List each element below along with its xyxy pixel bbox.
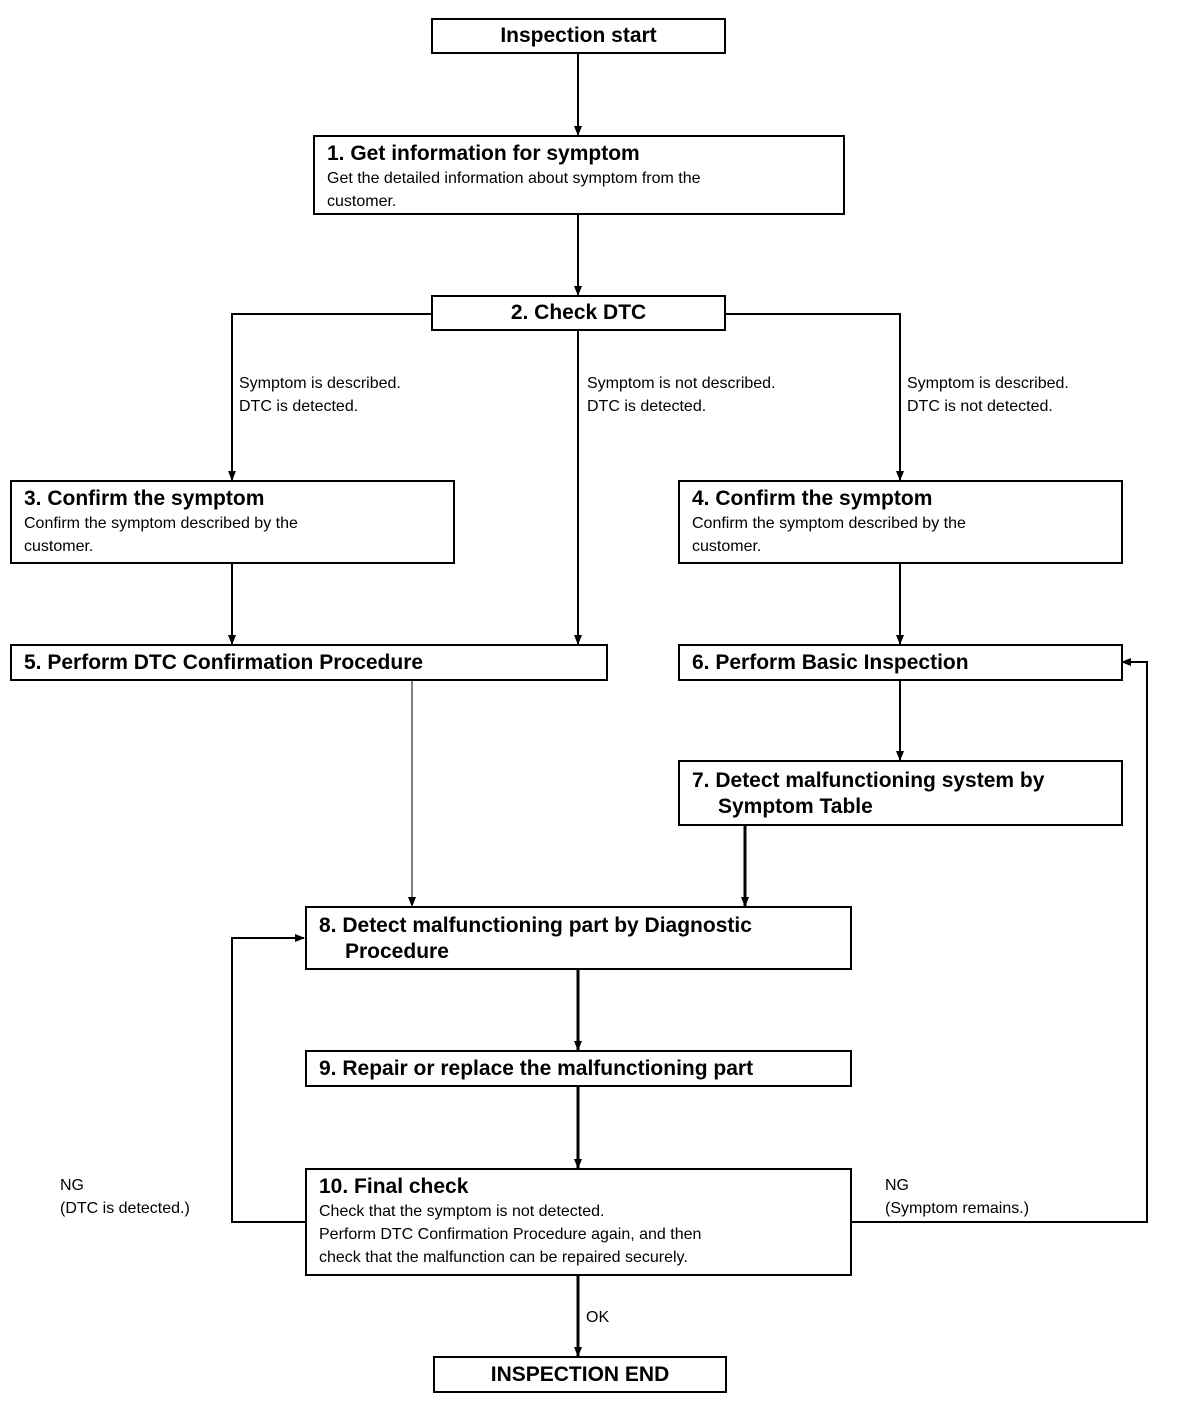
step-4-box: 4. Confirm the symptom Confirm the sympt… [678,480,1123,564]
arrow-ng-right [851,658,1148,1223]
step-6-box: 6. Perform Basic Inspection [678,644,1123,681]
branch-label-left: Symptom is described. DTC is detected. [239,372,401,418]
branch-right-line: DTC is not detected. [907,398,1053,415]
step-7-box: 7. Detect malfunctioning system by Sympt… [678,760,1123,826]
arrow-ng-left [231,934,305,1223]
branch-mid-line: DTC is detected. [587,398,707,415]
branch-label-middle: Symptom is not described. DTC is detecte… [587,372,776,418]
ng-label-left: NG (DTC is detected.) [60,1174,190,1220]
step-2-box: 2. Check DTC [431,295,726,331]
step-4-desc-line: Confirm the symptom described by the [692,515,966,532]
inspection-end-label: INSPECTION END [490,1362,670,1386]
step-10-desc-line: Perform DTC Confirmation Procedure again… [319,1226,702,1243]
step-8-title-line1: 8. Detect malfunctioning part by Diagnos… [319,914,752,937]
ng-left-line: (DTC is detected.) [60,1200,190,1217]
branch-label-right: Symptom is described. DTC is not detecte… [907,372,1069,418]
step-9-box: 9. Repair or replace the malfunctioning … [305,1050,852,1087]
ng-label-right: NG (Symptom remains.) [885,1174,1029,1220]
arrow-2-to-4 [726,313,904,481]
step-4-desc-line: customer. [692,538,762,555]
step-8-box: 8. Detect malfunctioning part by Diagnos… [305,906,852,970]
step-6-label: 6. Perform Basic Inspection [692,650,969,674]
inspection-start-label: Inspection start [500,24,657,47]
step-3-title: 3. Confirm the symptom [24,487,265,510]
step-3-box: 3. Confirm the symptom Confirm the sympt… [10,480,455,564]
step-10-desc-line: Check that the symptom is not detected. [319,1203,605,1220]
step-10-box: 10. Final check Check that the symptom i… [305,1168,852,1276]
step-3-desc-line: customer. [24,538,94,555]
branch-right-line: Symptom is described. [907,375,1069,392]
step-2-label: 2. Check DTC [510,301,647,324]
step-10-desc-line: check that the malfunction can be repair… [319,1249,688,1266]
step-8-title-line2: Procedure [345,940,449,963]
arrow-2-to-3 [228,313,431,481]
ok-label: OK [586,1309,610,1326]
ng-right-line: (Symptom remains.) [885,1200,1030,1217]
step-3-desc-line: Confirm the symptom described by the [24,515,298,532]
step-7-title-line1: 7. Detect malfunctioning system by [692,769,1045,792]
inspection-end-box: INSPECTION END [433,1356,727,1393]
step-10-title: 10. Final check [319,1175,469,1198]
step-1-desc-line: customer. [327,193,397,210]
ng-right-line: NG [885,1177,909,1194]
step-1-box: 1. Get information for symptom Get the d… [313,135,845,215]
step-9-label: 9. Repair or replace the malfunctioning … [319,1056,754,1080]
ng-left-line: NG [60,1177,84,1194]
step-1-desc-line: Get the detailed information about sympt… [327,170,701,187]
step-4-title: 4. Confirm the symptom [692,487,933,510]
branch-left-line: Symptom is described. [239,375,401,392]
step-7-title-line2: Symptom Table [718,795,873,818]
step-5-box: 5. Perform DTC Confirmation Procedure [10,644,608,681]
step-1-title: 1. Get information for symptom [327,142,640,165]
step-5-label: 5. Perform DTC Confirmation Procedure [24,650,424,674]
inspection-start-box: Inspection start [431,18,726,54]
branch-mid-line: Symptom is not described. [587,375,776,392]
branch-left-line: DTC is detected. [239,398,359,415]
